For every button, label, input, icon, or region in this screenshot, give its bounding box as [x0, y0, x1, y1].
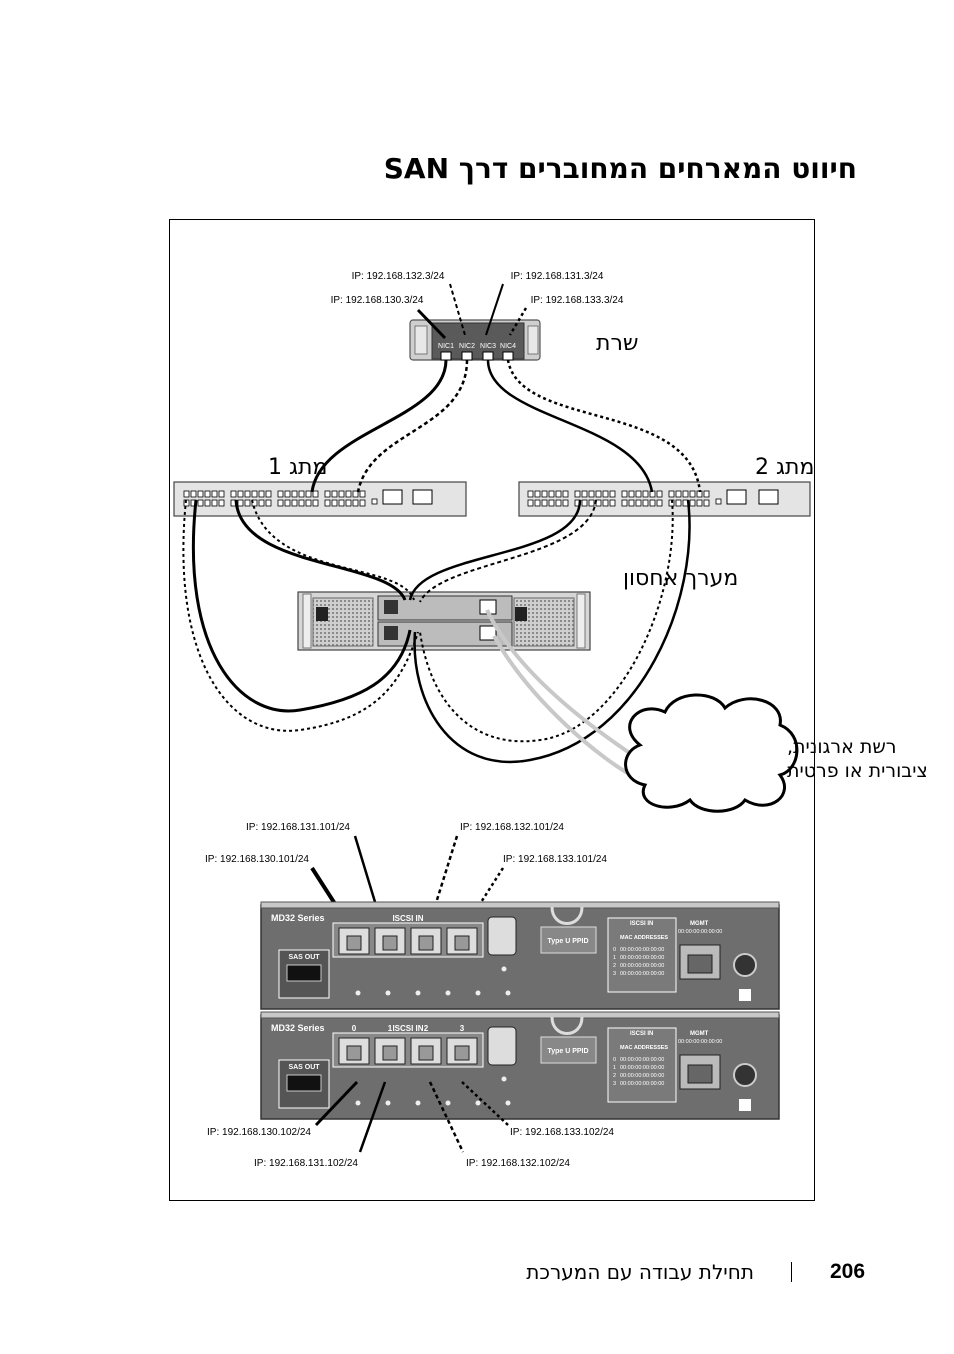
mac-row-number: 2 — [613, 963, 616, 969]
mac-value: 00:00:00:00:00:00 — [620, 1081, 664, 1087]
nic4-label: NIC4 — [500, 343, 516, 350]
iscsi-port-number: 2 — [424, 1024, 429, 1033]
iscsi-in-label: ISCSI IN — [392, 1024, 423, 1033]
mac-row-number: 2 — [613, 1073, 616, 1079]
footer-chapter-title: תחילת עבודה עם המערכת — [526, 1260, 754, 1284]
server-label: שרת — [596, 331, 638, 356]
nic1-ip: IP: 192.168.130.3/24 — [331, 295, 424, 306]
mac-value: 00:00:00:00:00:00 — [620, 963, 664, 969]
nic4-ip: IP: 192.168.133.3/24 — [531, 295, 624, 306]
mac-row-number: 0 — [613, 947, 616, 953]
switch2-label: מתג 2 — [755, 455, 814, 480]
ctrl-bottom-port2-ip: IP: 192.168.132.102/24 — [466, 1158, 570, 1169]
iscsi-in-label: ISCSI IN — [392, 914, 423, 923]
type-ppid-label: Type U PPID — [547, 1048, 588, 1055]
host-server: NIC1 NIC2 NIC3 NIC4 — [409, 319, 541, 361]
iscsi-in-small-label: ISCSI IN — [630, 1031, 653, 1037]
ctrl-top-port0-ip: IP: 192.168.130.101/24 — [205, 854, 309, 865]
ctrl-bottom-port1-ip: IP: 192.168.131.102/24 — [254, 1158, 358, 1169]
mac-value: 00:00:00:00:00:00 — [620, 955, 664, 961]
mgmt-label: MGMT — [690, 921, 709, 927]
network-cloud: רשת ארגונית, ציבורית או פרטית — [624, 693, 928, 813]
mac-row-number: 3 — [613, 971, 616, 977]
iscsi-in-small-label: ISCSI IN — [630, 921, 653, 927]
mac-addresses-label: MAC ADDRESSES — [620, 1045, 668, 1051]
footer-separator — [791, 1262, 792, 1282]
sas-out-label: SAS OUT — [288, 1064, 320, 1071]
mgmt-label: MGMT — [690, 1031, 709, 1037]
network-label-line2: ציבורית או פרטית — [787, 760, 928, 782]
iscsi-port-number: 1 — [388, 1024, 393, 1033]
nic3-ip: IP: 192.168.131.3/24 — [511, 271, 604, 282]
mac-value: 00:00:00:00:00:00 — [620, 1065, 664, 1071]
mgmt-mac-value: 00:00:00:00:00:00 — [678, 929, 722, 935]
ctrl-top-port1-ip: IP: 192.168.131.101/24 — [246, 822, 350, 833]
mac-value: 00:00:00:00:00:00 — [620, 971, 664, 977]
page-title: חיווט המארחים המחוברים דרך SAN — [383, 152, 857, 185]
mac-addresses-label: MAC ADDRESSES — [620, 935, 668, 941]
nic2-ip: IP: 192.168.132.3/24 — [352, 271, 445, 282]
network-label-line1: רשת ארגונית, — [787, 736, 897, 758]
mgmt-mac-value: 00:00:00:00:00:00 — [678, 1039, 722, 1045]
sas-out-label: SAS OUT — [288, 954, 320, 961]
nic1-label: NIC1 — [438, 343, 454, 350]
ctrl-top-port2-ip: IP: 192.168.132.101/24 — [460, 822, 564, 833]
storage-array — [297, 591, 591, 651]
switch-1 — [173, 481, 467, 517]
controller-series-label: MD32 Series — [271, 913, 325, 923]
iscsi-port-number: 3 — [460, 1024, 465, 1033]
ctrl-bottom-port0-ip: IP: 192.168.130.102/24 — [207, 1127, 311, 1138]
switch-2 — [518, 481, 811, 517]
mac-value: 00:00:00:00:00:00 — [620, 947, 664, 953]
mac-row-number: 3 — [613, 1081, 616, 1087]
mac-value: 00:00:00:00:00:00 — [620, 1057, 664, 1063]
nic2-label: NIC2 — [459, 343, 475, 350]
storage-label: מערך אחסון — [623, 566, 738, 591]
mac-row-number: 0 — [613, 1057, 616, 1063]
ctrl-bottom-port3-ip: IP: 192.168.133.102/24 — [510, 1127, 614, 1138]
controller-series-label: MD32 Series — [271, 1023, 325, 1033]
mac-value: 00:00:00:00:00:00 — [620, 1073, 664, 1079]
ctrl-top-port3-ip: IP: 192.168.133.101/24 — [503, 854, 607, 865]
diagram-frame — [169, 219, 815, 1201]
mac-row-number: 1 — [613, 955, 616, 961]
cables — [182, 359, 702, 782]
mac-row-number: 1 — [613, 1065, 616, 1071]
nic3-label: NIC3 — [480, 343, 496, 350]
type-ppid-label: Type U PPID — [547, 938, 588, 945]
iscsi-port-number: 0 — [352, 1024, 357, 1033]
footer-page-number: 206 — [830, 1260, 866, 1283]
